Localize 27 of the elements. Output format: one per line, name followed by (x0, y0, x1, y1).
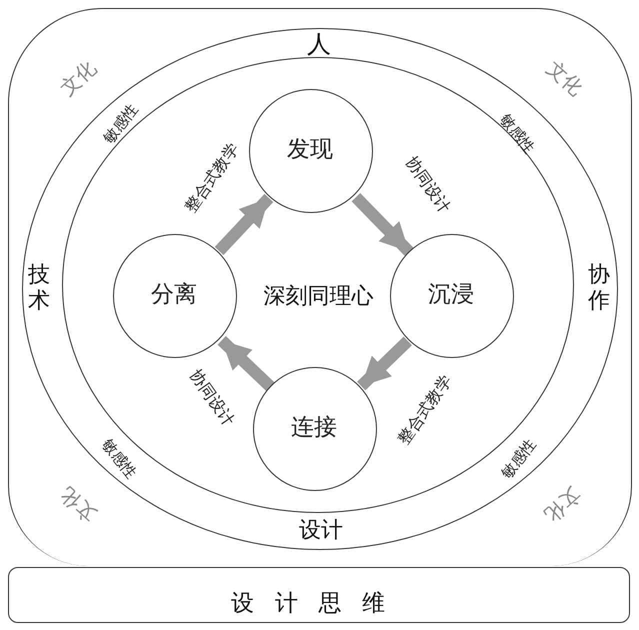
arrow (357, 336, 412, 390)
ring-label: 敏感性 (498, 436, 538, 481)
title-bar (8, 567, 630, 623)
ring-label: 人 (307, 32, 331, 56)
stage-label: 连接 (291, 416, 337, 440)
stage-circle (252, 366, 376, 490)
corner-label: 文化 (56, 484, 100, 526)
ring-label: 敏感性 (100, 101, 140, 146)
arrow (218, 336, 274, 391)
corner-label: 文化 (543, 57, 587, 99)
ring-label: 技术 (28, 262, 50, 316)
stage-circle (112, 234, 236, 358)
ring-label: 敏感性 (98, 436, 138, 481)
stage-circle (390, 234, 514, 358)
corner-label: 文化 (56, 57, 100, 99)
stage-label: 发现 (287, 138, 333, 162)
stage-label: 分离 (151, 284, 197, 306)
ring-label: 协作 (588, 262, 610, 316)
stage-label: 沉浸 (428, 284, 474, 306)
arrow (352, 193, 414, 256)
center-label: 深刻同理心 (264, 286, 374, 308)
arrow (214, 194, 274, 256)
title-label: 设计思维 (231, 592, 406, 615)
stage-circle (248, 88, 372, 212)
ring-label: 设计 (299, 520, 343, 542)
ring-label: 敏感性 (496, 111, 536, 156)
corner-label: 文化 (541, 484, 585, 526)
